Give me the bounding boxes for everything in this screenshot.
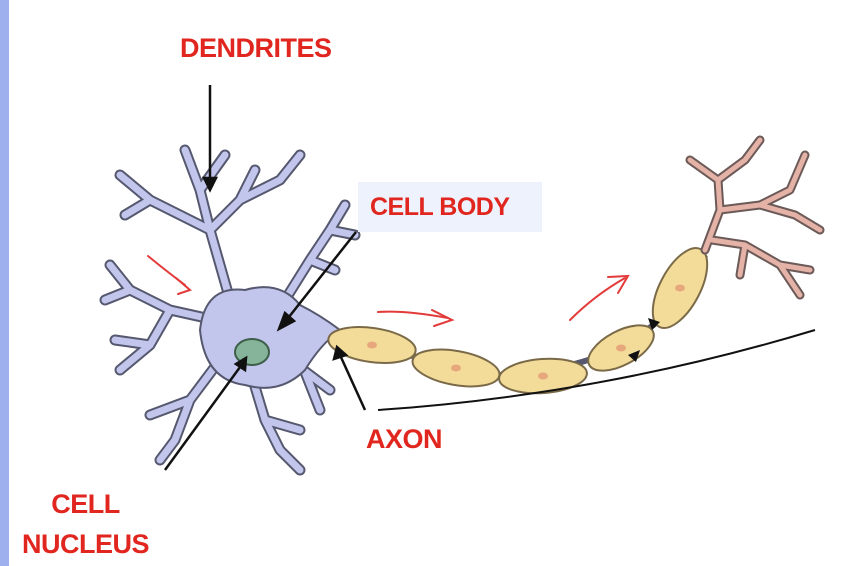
axon-pointer-arrowhead — [332, 344, 349, 361]
pointer-arrows — [163, 85, 367, 471]
cell-nucleus-label: CELL NUCLEUS — [22, 484, 150, 564]
cell-nucleus-label-line2: NUCLEUS — [22, 529, 150, 559]
myelin-nuclei — [367, 284, 685, 380]
left-edge-bar — [0, 0, 9, 566]
cell-body-label: CELL BODY — [358, 182, 542, 232]
myelin-sheath — [327, 247, 709, 395]
dendrites-label: DENDRITES — [180, 33, 332, 63]
cell-nucleus-label-line1: CELL — [51, 489, 120, 519]
signal-arrows — [147, 255, 630, 327]
nucleus-pointer-arrowhead — [233, 355, 248, 373]
myelin-arrowheads — [628, 318, 660, 362]
cell-body — [198, 286, 342, 389]
cell-body-pointer-arrowhead — [276, 310, 297, 332]
dendrites — [99, 144, 361, 476]
axon-bracket-line — [377, 329, 816, 411]
dendrites-pointer-arrowhead — [201, 176, 219, 193]
axon-label: AXON — [366, 424, 443, 454]
axon-terminals — [685, 135, 825, 300]
